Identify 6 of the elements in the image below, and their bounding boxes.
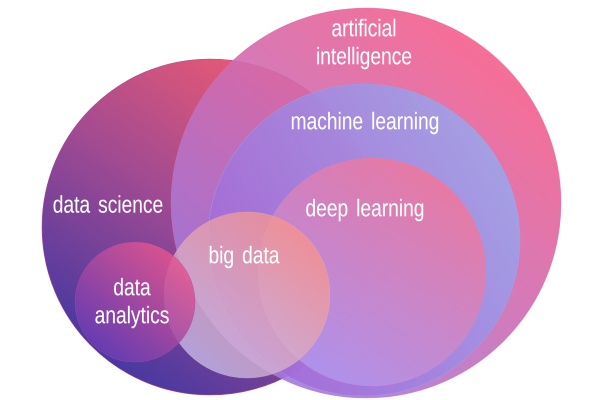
set-label: data analytics (95, 278, 169, 328)
set-label: deep learning (306, 198, 424, 222)
set-label: artificial intelligence (317, 18, 412, 70)
set-label: big data (210, 246, 280, 268)
set-label: machine learning (292, 112, 438, 134)
set-label: data science (54, 195, 162, 213)
